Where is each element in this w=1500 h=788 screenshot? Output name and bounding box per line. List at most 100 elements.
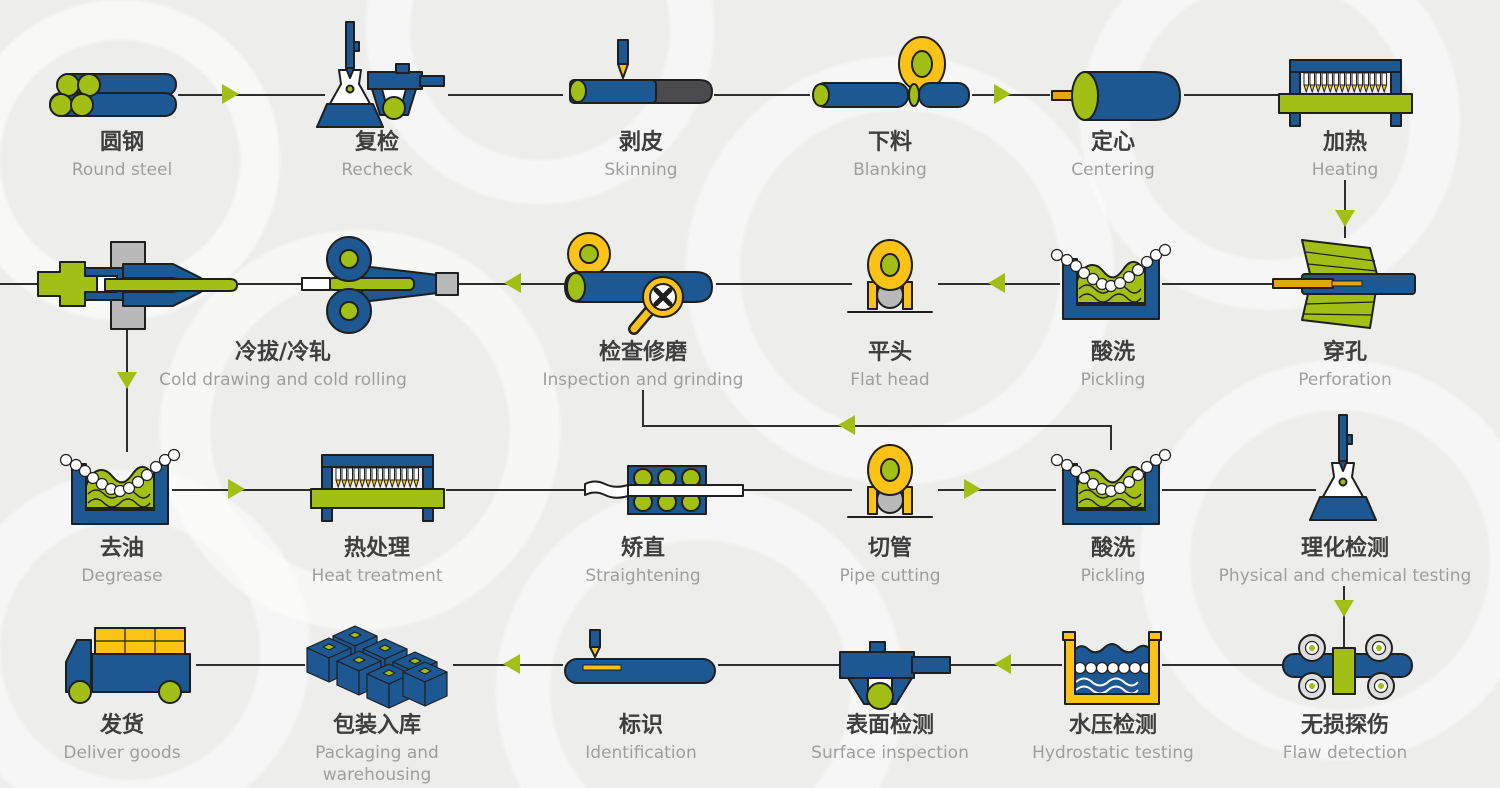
- straightening-icon: [584, 465, 744, 515]
- label-zh: 理化检测: [1300, 536, 1389, 561]
- label-zh: 剥皮: [618, 130, 663, 155]
- degrease-tank-icon: [59, 448, 181, 525]
- label-en: Straightening: [585, 566, 701, 586]
- flow-line: [714, 94, 810, 96]
- label-en: Deliver goods: [63, 743, 181, 763]
- label-en: Inspection and grinding: [542, 370, 744, 390]
- label-en: Cold drawing and cold rolling: [159, 370, 407, 390]
- flow-arrow-right: [964, 479, 981, 499]
- step-label-degrease: 去油 Degrease: [2, 536, 242, 587]
- deliver-truck-icon: [65, 627, 191, 704]
- flow-line: [446, 489, 588, 491]
- label-zh: 定心: [1090, 130, 1135, 155]
- flow-arrow-down: [1334, 600, 1354, 617]
- cold-rolling-rollers-icon: [301, 236, 459, 334]
- physical-chemical-testing-flask-icon: [1309, 414, 1377, 521]
- flow-arrow-down: [117, 372, 137, 389]
- loop-connector: [642, 425, 1112, 427]
- step-label-deliver-goods: 发货 Deliver goods: [2, 713, 242, 764]
- flow-arrow-left: [988, 273, 1005, 293]
- step-label-skinning: 剥皮 Skinning: [521, 130, 761, 181]
- heat-treatment-furnace-icon: [310, 453, 445, 525]
- flow-arrow-right: [228, 479, 245, 499]
- label-zh: 酸洗: [1090, 340, 1135, 365]
- step-label-inspection-grinding: 检查修磨 Inspection and grinding: [503, 340, 783, 391]
- flaw-detection-icon: [1282, 634, 1413, 700]
- loop-connector: [1110, 426, 1112, 450]
- label-en: Heating: [1311, 160, 1379, 180]
- step-label-pipe-cutting: 切管 Pipe cutting: [770, 536, 1010, 587]
- recheck-icon: [316, 21, 445, 128]
- label-zh: 圆钢: [99, 130, 144, 155]
- label-en: Packaging and warehousing: [315, 743, 439, 785]
- skinning-icon: [569, 39, 713, 104]
- centering-icon: [1051, 71, 1181, 121]
- step-label-round-steel: 圆钢 Round steel: [2, 130, 242, 181]
- step-label-pickling-1: 酸洗 Pickling: [993, 340, 1233, 391]
- label-zh: 标识: [618, 713, 663, 738]
- flow-arrow-left: [504, 273, 521, 293]
- label-zh: 检查修磨: [598, 340, 687, 365]
- connector-testing-to-flawdetection: [1343, 586, 1345, 650]
- label-en: Flaw detection: [1282, 743, 1408, 763]
- label-en: Round steel: [71, 160, 173, 180]
- label-en: Identification: [585, 743, 697, 763]
- step-label-heating: 加热 Heating: [1225, 130, 1465, 181]
- flow-arrow-right: [994, 84, 1011, 104]
- flow-line: [0, 283, 40, 285]
- step-label-perforation: 穿孔 Perforation: [1225, 340, 1465, 391]
- label-zh: 表面检测: [845, 713, 934, 738]
- label-zh: 水压检测: [1068, 713, 1157, 738]
- label-en: Pipe cutting: [839, 566, 941, 586]
- label-en: Physical and chemical testing: [1218, 566, 1472, 586]
- blanking-icon: [812, 36, 970, 108]
- identification-icon: [564, 629, 716, 684]
- label-zh: 包装入库: [332, 713, 421, 738]
- flow-line: [744, 489, 852, 491]
- hydrostatic-testing-icon: [1062, 631, 1162, 705]
- step-label-recheck: 复检 Recheck: [257, 130, 497, 181]
- flow-line: [938, 489, 1056, 491]
- step-label-straightening: 矫直 Straightening: [523, 536, 763, 587]
- flow-line: [972, 94, 1050, 96]
- label-zh: 加热: [1322, 130, 1367, 155]
- flow-line: [196, 664, 305, 666]
- label-en: Degrease: [81, 566, 163, 586]
- step-label-cold-drawing-rolling: 冷拔/冷轧 Cold drawing and cold rolling: [123, 340, 443, 391]
- label-zh: 酸洗: [1090, 536, 1135, 561]
- label-zh: 穿孔: [1322, 340, 1367, 365]
- flow-line: [1162, 664, 1284, 666]
- label-en: Flat head: [850, 370, 930, 390]
- pickling-tank-icon: [1050, 243, 1172, 320]
- step-label-centering: 定心 Centering: [993, 130, 1233, 181]
- label-zh: 发货: [99, 713, 144, 738]
- label-zh: 冷拔/冷轧: [234, 340, 332, 365]
- flow-line: [1162, 489, 1316, 491]
- label-en: Perforation: [1298, 370, 1392, 390]
- packaging-boxes-icon: [306, 625, 448, 709]
- flow-arrow-right: [222, 84, 239, 104]
- flow-line: [1184, 94, 1278, 96]
- connector-heating-to-perforation: [1344, 180, 1346, 238]
- step-label-flat-head: 平头 Flat head: [770, 340, 1010, 391]
- step-label-identification: 标识 Identification: [521, 713, 761, 764]
- label-zh: 热处理: [343, 536, 410, 561]
- step-label-flaw-detection: 无损探伤 Flaw detection: [1225, 713, 1465, 764]
- connector-colddrawing-to-degrease: [126, 330, 128, 452]
- flow-line: [718, 664, 840, 666]
- label-en: Pickling: [1080, 566, 1146, 586]
- flow-line: [448, 94, 563, 96]
- flow-line: [238, 283, 302, 285]
- step-label-packaging-warehousing: 包装入库 Packaging and warehousing: [299, 713, 455, 786]
- surface-inspection-caliper-icon: [839, 641, 951, 710]
- loop-connector: [642, 390, 644, 426]
- heating-furnace-icon: [1278, 58, 1413, 130]
- step-label-heat-treatment: 热处理 Heat treatment: [257, 536, 497, 587]
- flow-arrow-left: [838, 415, 855, 435]
- label-en: Centering: [1071, 160, 1155, 180]
- round-steel-icon: [49, 73, 177, 117]
- pipe-cutting-icon: [847, 444, 933, 518]
- step-label-surface-inspection: 表面检测 Surface inspection: [770, 713, 1010, 764]
- label-zh: 平头: [867, 340, 912, 365]
